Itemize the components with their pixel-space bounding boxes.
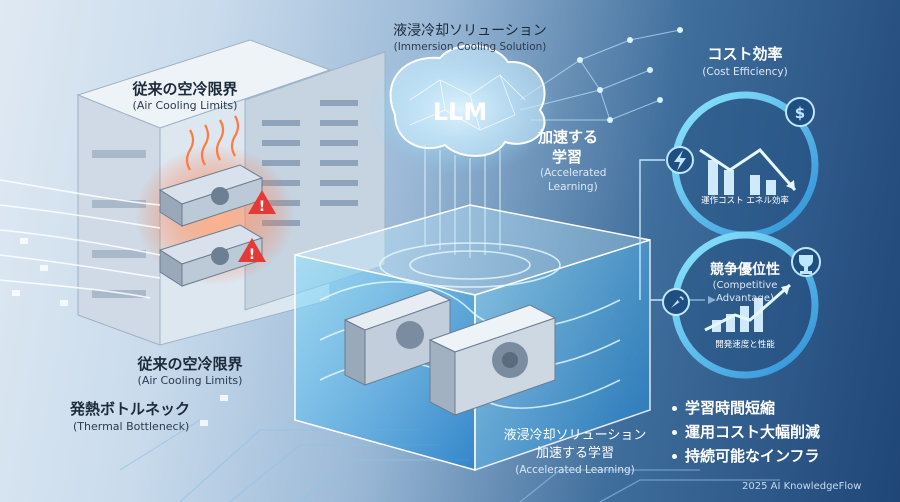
accel-jp-line2: 学習 (552, 148, 583, 166)
svg-text:!: ! (249, 247, 255, 263)
accel-en-line2: Learning) (548, 181, 598, 193)
bullet-dot (672, 430, 677, 435)
cost-en: (Cost Efficiency) (702, 66, 788, 78)
brain-llm (365, 44, 555, 175)
svg-text:!: ! (259, 199, 265, 215)
immersion-bottom-jp-line1: 液浸冷却ソリューション (503, 428, 647, 443)
bullet-text: 学習時間短縮 (685, 399, 776, 417)
bullet-item: 運用コスト大幅削減 (672, 421, 820, 442)
immersion-top-jp: 液浸冷却ソリューション (393, 23, 547, 39)
accel-jp-line1: 加速する (538, 128, 599, 146)
bottleneck-en: (Thermal Bottleneck) (73, 420, 190, 433)
accel-en-line1: (Accelerated (540, 167, 607, 179)
lightning-icon (666, 146, 694, 174)
airflow-lines (0, 179, 161, 299)
bullet-text: 持続可能なインフラ (685, 447, 820, 465)
competitive-jp: 競争優位性 (710, 262, 780, 278)
bullet-item: 持続可能なインフラ (672, 445, 820, 466)
bullet-item: 学習時間短縮 (672, 397, 775, 418)
cost-chart-caption: 運作コスト エネル効率 (701, 196, 789, 206)
footer-credit: 2025 AI KnowledgeFlow (742, 481, 862, 492)
bullet-dot (672, 406, 677, 411)
title-left-jp: 従来の空冷限界 (132, 80, 238, 98)
bullet-text: 運用コスト大幅削減 (685, 423, 821, 441)
immersion-top-en: (Immersion Cooling Solution) (393, 41, 547, 53)
immersion-tank (294, 204, 651, 472)
warning-icon: ! (238, 238, 266, 263)
immersion-bottom-en: (Accelerated Learning) (515, 464, 635, 476)
bottom-left-en: (Air Cooling Limits) (137, 374, 243, 387)
bottom-left-jp: 従来の空冷限界 (137, 355, 243, 373)
immersion-bottom-jp-line2: 加速する学習 (535, 446, 614, 461)
svg-text:$: $ (795, 104, 805, 122)
cost-jp: コスト効率 (707, 45, 783, 63)
rocket-icon (662, 288, 690, 316)
warning-icon: ! (248, 190, 276, 215)
competitive-en-line1: (Competitive (712, 280, 778, 291)
competitive-chart-caption: 開発速度と性能 (715, 340, 775, 350)
title-left-en: (Air Cooling Limits) (132, 99, 238, 112)
competitive-en-line2: Advantage) (716, 293, 774, 304)
trophy-icon (791, 247, 821, 277)
brain-label: LLM (432, 98, 488, 126)
dollar-icon: $ (785, 97, 815, 127)
bullet-dot (672, 454, 677, 459)
bottleneck-jp: 発熱ボトルネック (70, 400, 191, 418)
heat-waves (185, 115, 240, 171)
